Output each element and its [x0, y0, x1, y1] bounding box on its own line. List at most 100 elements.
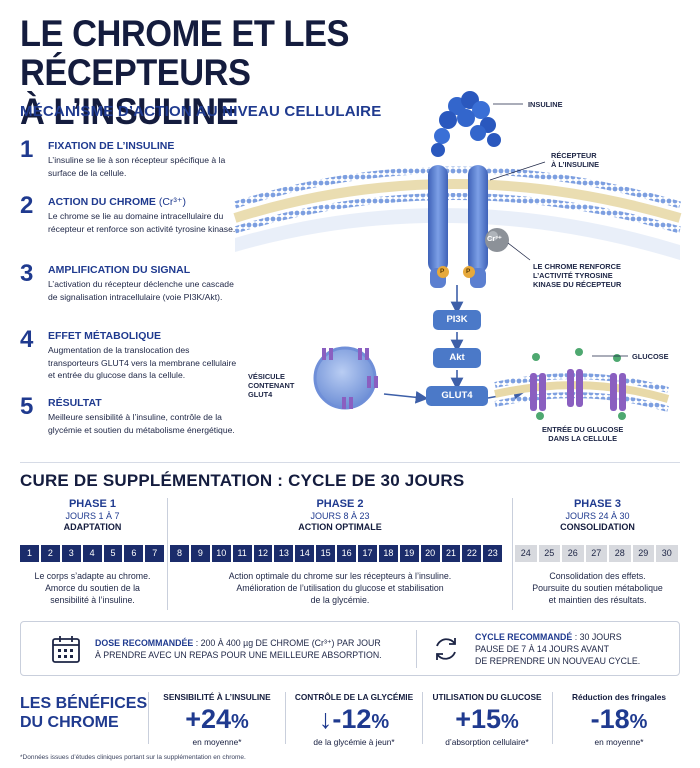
day-cell: 26 — [562, 545, 584, 562]
dosage-label: DOSE RECOMMANDÉE — [95, 638, 194, 648]
phase-3-header: PHASE 3 JOURS 24 À 30 CONSOLIDATION — [515, 498, 680, 532]
day-cell: 22 — [462, 545, 482, 562]
phase-2-header: PHASE 2 JOURS 8 À 23 ACTION OPTIMALE — [170, 498, 510, 532]
glucose-molecules — [532, 348, 626, 420]
benefit-divider — [422, 692, 423, 744]
phase-3-days: 24 25 26 27 28 29 30 — [515, 545, 678, 562]
day-cell: 8 — [170, 545, 189, 562]
day-cell: 5 — [103, 545, 123, 562]
phase-name: PHASE 1 — [68, 498, 117, 510]
benefit-glycemia-control: CONTRÔLE DE LA GLYCÉMIE ↓-12% de la glyc… — [287, 692, 421, 747]
dosage-line-2: À PRENDRE AVEC UN REPAS POUR UNE MEILLEU… — [95, 650, 382, 660]
step-description: Meilleure sensibilité à l’insuline, cont… — [48, 412, 235, 435]
glut4-transporters — [530, 369, 626, 411]
akt-pill: Akt — [433, 348, 481, 368]
step-title: ACTION DU CHROME (Cr³⁺) — [48, 196, 186, 208]
day-cell: 19 — [399, 545, 419, 562]
dosage-text: DOSE RECOMMANDÉE : 200 À 400 µg DE CHROM… — [95, 637, 382, 661]
day-cell: 27 — [585, 545, 607, 562]
page-subtitle: MÉCANISME D’ACTION AU NIVEAU CELLULAIRE — [20, 103, 382, 120]
step-number: 5 — [20, 393, 34, 420]
pi3k-pill: PI3K — [433, 310, 481, 330]
benefits-title-line-1: LES BÉNÉFICES — [20, 695, 148, 712]
phase-2-description: Action optimale du chrome sur les récept… — [228, 571, 452, 605]
step-title-text: EFFET MÉTABOLIQUE — [48, 330, 161, 342]
cycle-refresh-icon — [436, 638, 456, 660]
title-line-1: LE CHROME ET LES RÉCEPTEURS — [20, 13, 350, 93]
glut4-vesicle — [313, 346, 378, 410]
day-cell: 24 — [515, 545, 537, 562]
label-insulin: INSULINE — [528, 100, 563, 109]
day-cell: 14 — [295, 545, 315, 562]
phosphate-label-left: P — [440, 268, 445, 275]
benefit-sub: en moyenne* — [192, 737, 242, 747]
step-description: Augmentation de la translocation des tra… — [48, 345, 237, 381]
dosage-line-1: DOSE RECOMMANDÉE : 200 À 400 µg DE CHROM… — [95, 637, 382, 649]
benefit-divider — [148, 692, 149, 744]
phase-days: JOURS 24 À 30 — [565, 511, 630, 521]
phase-1-description: Le corps s’adapte au chrome. Amorce du s… — [34, 571, 151, 605]
section-divider — [20, 462, 680, 463]
cycle-line-2: PAUSE DE 7 À 14 JOURS AVANT — [475, 644, 609, 654]
day-cell: 2 — [40, 545, 60, 562]
cycle-label: CYCLE RECOMMANDÉ — [475, 632, 573, 642]
step-title: FIXATION DE L’INSULINE — [48, 140, 174, 152]
dosage-box: DOSE RECOMMANDÉE : 200 À 400 µg DE CHROM… — [20, 621, 680, 676]
benefit-glucose-use: UTILISATION DU GLUCOSE +15% d’absorption… — [424, 692, 550, 747]
day-cell: 6 — [124, 545, 144, 562]
label-vesicle: VÉSICULE CONTENANT GLUT4 — [248, 372, 295, 399]
benefit-value: -18% — [554, 704, 684, 737]
day-cell: 9 — [190, 545, 210, 562]
step-title: EFFET MÉTABOLIQUE — [48, 330, 161, 342]
day-cell: 16 — [337, 545, 357, 562]
cycle-line-1: CYCLE RECOMMANDÉ : 30 JOURS — [475, 631, 640, 643]
cell-mechanism-diagram: INSULINE RÉCEPTEUR À L’INSULINE LE CHROM… — [233, 91, 682, 443]
label-receptor: RÉCEPTEUR À L’INSULINE — [551, 151, 600, 169]
day-cell: 10 — [211, 545, 231, 562]
step-title: RÉSULTAT — [48, 397, 102, 409]
step-title-extra: (Cr³⁺) — [155, 196, 186, 208]
step-title: AMPLIFICATION DU SIGNAL — [48, 264, 190, 276]
glut4-pill: GLUT4 — [426, 386, 488, 406]
benefit-prefix: ↓- — [318, 704, 342, 734]
day-cell: 4 — [82, 545, 102, 562]
cure-title: CURE DE SUPPLÉMENTATION : CYCLE DE 30 JO… — [20, 471, 465, 490]
day-cell: 3 — [61, 545, 81, 562]
benefit-prefix: + — [455, 704, 471, 734]
cycle-text: CYCLE RECOMMANDÉ : 30 JOURS PAUSE DE 7 À… — [475, 631, 640, 667]
cell-membrane — [233, 166, 682, 260]
day-cell: 28 — [609, 545, 631, 562]
phase-stage: ACTION OPTIMALE — [298, 522, 382, 532]
phase-stage: ADAPTATION — [63, 522, 122, 532]
day-cell: 11 — [232, 545, 252, 562]
benefit-value: +15% — [424, 704, 550, 737]
phase-name: PHASE 3 — [573, 498, 622, 510]
day-cell: 17 — [358, 545, 377, 562]
cycle-line-3: DE REPRENDRE UN NOUVEAU CYCLE. — [475, 656, 641, 666]
arrow-vesicle-to-glut4 — [383, 390, 429, 404]
benefit-divider — [285, 692, 286, 744]
day-cell: 29 — [632, 545, 654, 562]
day-cell: 15 — [316, 545, 336, 562]
benefit-insulin-sensitivity: SENSIBILITÉ À L’INSULINE +24% en moyenne… — [150, 692, 284, 747]
step-description: Le chrome se lie au domaine intracellula… — [48, 211, 236, 234]
label-glucose: GLUCOSE — [632, 352, 669, 361]
step-title-text: AMPLIFICATION DU SIGNAL — [48, 264, 191, 276]
title-line-2: À L’INSULINE — [20, 91, 239, 132]
label-glucose-entry: ENTRÉE DU GLUCOSE DANS LA CELLULE — [542, 425, 624, 443]
diagram-svg — [233, 91, 682, 420]
step-description: L’activation du récepteur déclenche une … — [48, 279, 234, 302]
benefit-craving-reduction: Réduction des fringales -18% en moyenne* — [554, 692, 684, 747]
day-cell: 7 — [145, 545, 165, 562]
benefit-number: 12 — [341, 704, 372, 734]
benefit-value: +24% — [150, 704, 284, 737]
phosphate-groups — [437, 266, 475, 278]
phase-days: JOURS 8 À 23 — [310, 511, 370, 521]
benefit-label: SENSIBILITÉ À L’INSULINE — [163, 692, 271, 702]
step-title-text: FIXATION DE L’INSULINE — [48, 140, 175, 152]
day-cell: 25 — [538, 545, 560, 562]
benefit-number: 24 — [200, 704, 232, 734]
step-number: 4 — [20, 326, 34, 353]
benefit-unit: % — [231, 711, 249, 733]
phase-name: PHASE 2 — [316, 498, 364, 510]
